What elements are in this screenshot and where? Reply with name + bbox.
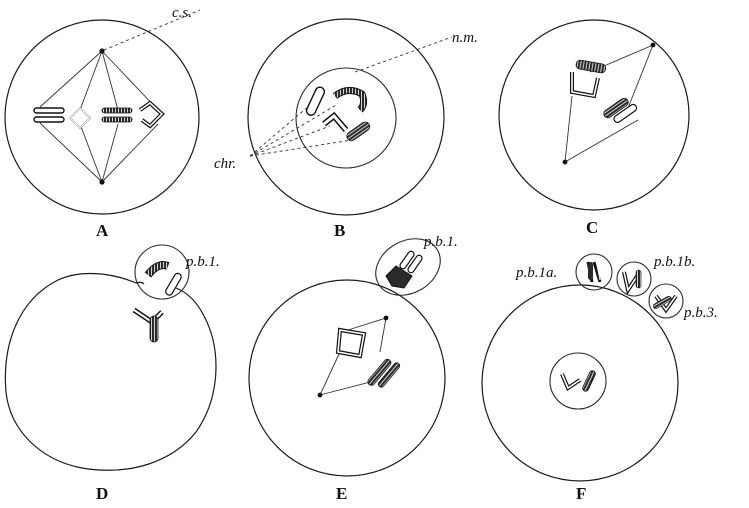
chromosomes-a — [34, 103, 162, 128]
centrosome-top-e — [384, 316, 389, 321]
cell-b — [248, 19, 444, 215]
panel-label-c: C — [586, 218, 598, 237]
centrosome-bottom-a — [99, 179, 104, 184]
panel-label-e: E — [336, 484, 347, 503]
pb3-label: p.b.3. — [683, 305, 718, 321]
panel-e: p.b.1. E — [249, 227, 458, 503]
panel-d: p.b.1. D — [5, 245, 219, 503]
polar-body-d — [135, 245, 189, 299]
chr-label: chr. — [214, 156, 236, 172]
cell-d — [5, 274, 216, 471]
nm-label: n.m. — [452, 30, 478, 46]
chr-leaders — [250, 100, 352, 156]
cell-f — [482, 285, 678, 481]
chromosomes-e — [338, 330, 401, 388]
cell-e — [249, 280, 445, 476]
panel-a: c.s. A — [5, 5, 200, 240]
panel-label-a: A — [96, 221, 109, 240]
panel-c: C — [499, 20, 689, 237]
pb1-label-d: p.b.1. — [185, 254, 220, 270]
panel-b: n.m. chr. B — [214, 19, 478, 240]
panel-label-b: B — [334, 221, 345, 240]
panel-label-f: F — [576, 484, 586, 503]
panel-label-d: D — [96, 484, 108, 503]
polar-body-1a — [576, 254, 612, 290]
pb1a-label: p.b.1a. — [515, 265, 557, 281]
nucleus-b — [296, 68, 396, 168]
nm-leader — [355, 37, 452, 72]
centrosome-bottom-c — [563, 160, 568, 165]
panel-f: p.b.1a. p.b.1b. p.b.3. F — [482, 254, 718, 503]
chromosomes-f — [562, 370, 596, 392]
pb1b-label: p.b.1b. — [653, 254, 695, 270]
cs-label: c.s. — [172, 5, 192, 21]
pb1-label-e: p.b.1. — [423, 234, 458, 250]
chromosomes-pb-e — [386, 250, 423, 288]
centrosome-top-a — [99, 48, 104, 53]
centrosome-top-c — [651, 43, 656, 48]
chromosomes-d — [134, 265, 182, 342]
chromosomes-b — [305, 86, 371, 143]
chromosomes-c — [572, 59, 638, 123]
cell-c — [499, 20, 689, 210]
centrosome-bottom-e — [318, 393, 323, 398]
